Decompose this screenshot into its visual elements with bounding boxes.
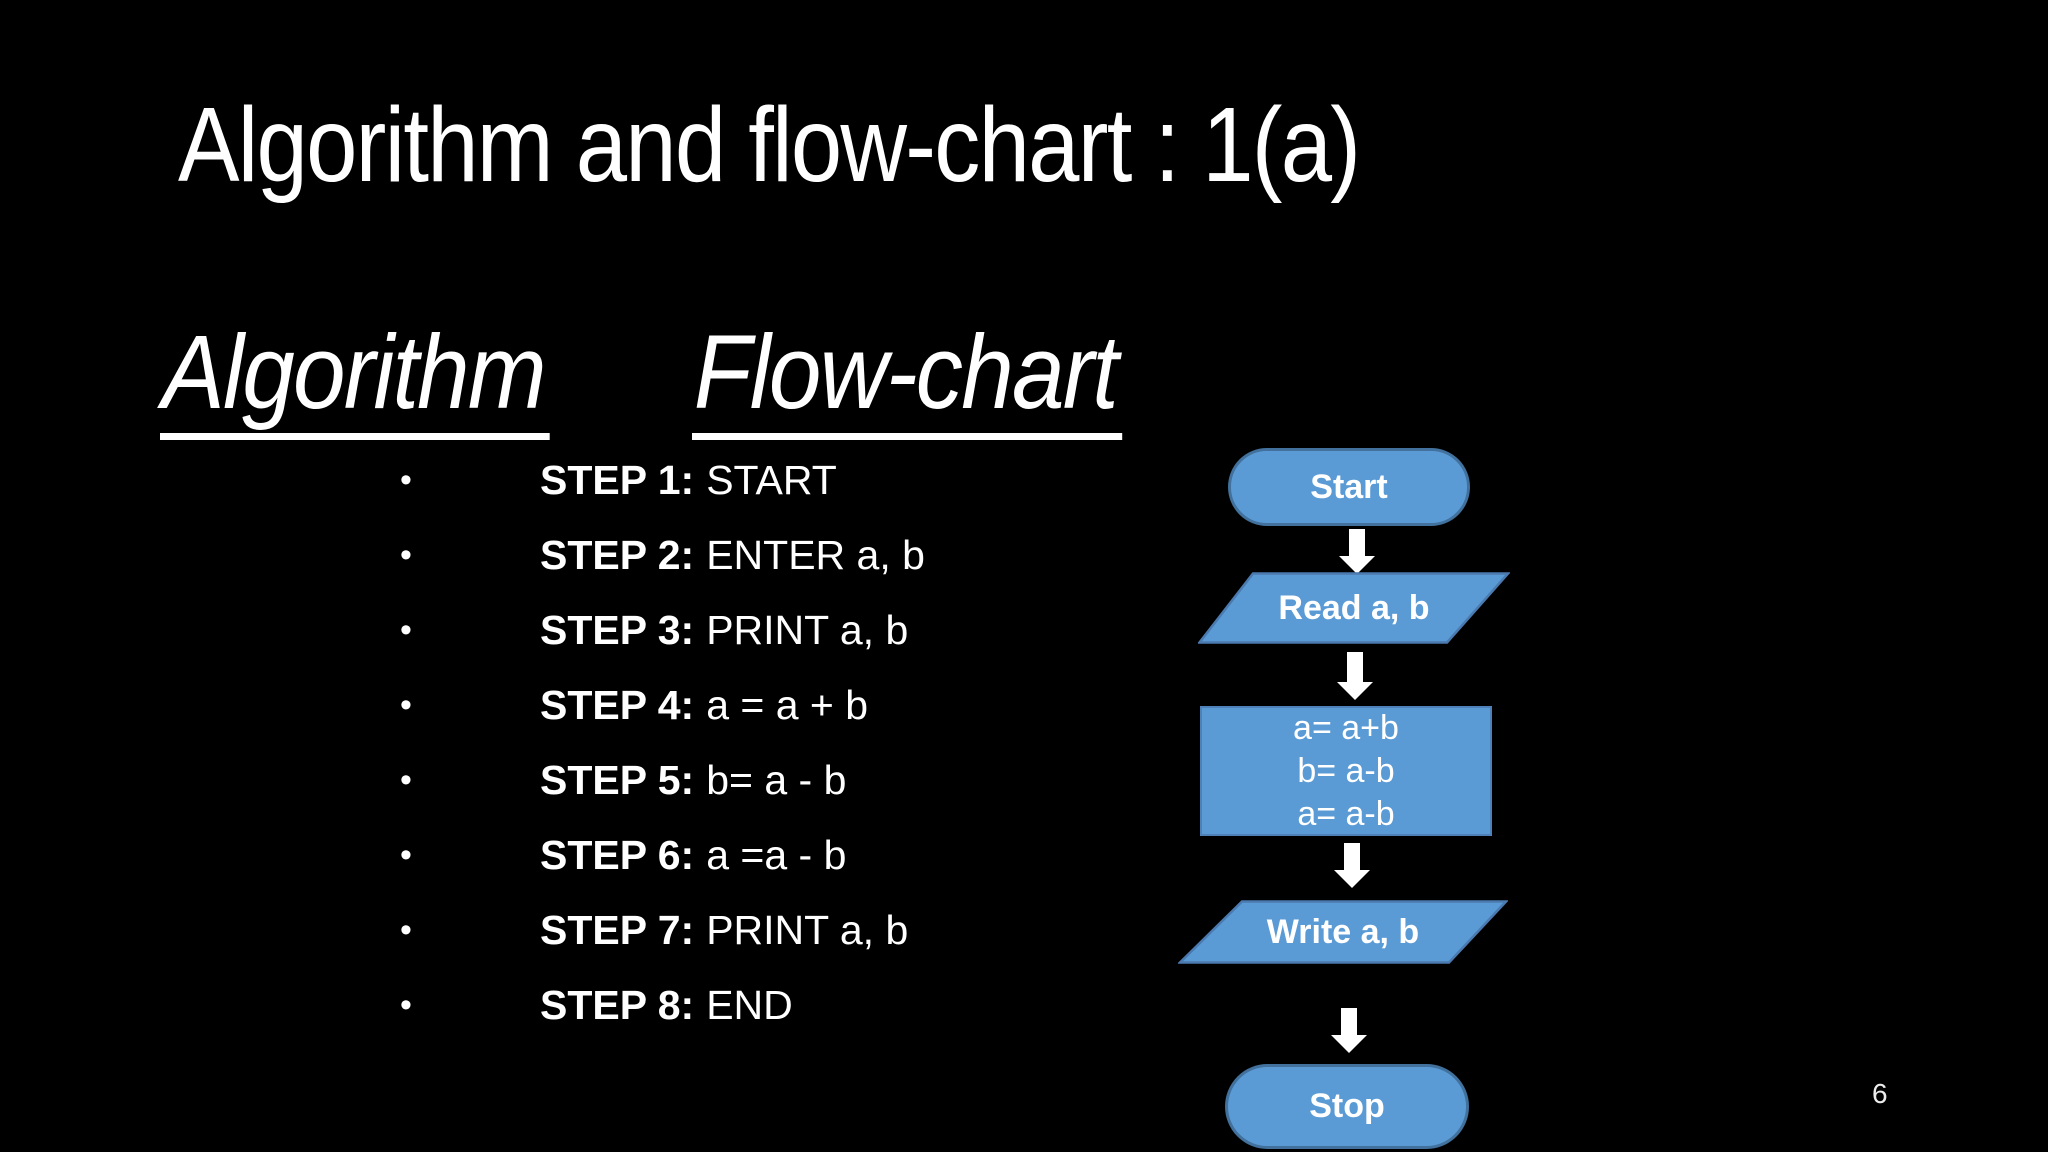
page-number: 6 [1872,1078,1888,1109]
step-text: END [706,982,793,1028]
step-text: b= a - b [706,757,847,803]
step-item-1: • STEP 1:START [400,443,925,518]
step-text: a = a + b [706,682,869,728]
step-item-4: • STEP 4:a = a + b [400,668,925,743]
parallelogram-shape [1198,572,1510,644]
step-text: ENTER a, b [706,532,925,578]
step-label: STEP 3: [540,607,695,653]
step-item-6: • STEP 6:a =a - b [400,818,925,893]
step-item-3: • STEP 3:PRINT a, b [400,593,925,668]
arrow-shaft [1341,1008,1357,1035]
heading-flowchart: Flow-chart [692,315,1123,440]
arrow-shaft [1349,529,1365,556]
flowchart-write-node: Write a, b [1178,900,1508,964]
flowchart-process-node: a= a+b b= a-b a= a-b [1200,706,1492,836]
bullet-icon: • [400,986,412,1024]
step-item-8: • STEP 8:END [400,968,925,1043]
step-label: STEP 5: [540,757,695,803]
process-line-1: a= a+b [1293,708,1399,747]
step-text: a =a - b [706,832,847,878]
step-text: PRINT a, b [706,607,909,653]
bullet-icon: • [400,461,412,499]
slide-title: Algorithm and flow-chart : 1(a) [178,86,1361,204]
bullet-icon: • [400,536,412,574]
start-node-label: Start [1310,467,1388,506]
flowchart-stop-node: Stop [1225,1064,1469,1149]
stop-node-label: Stop [1309,1087,1385,1125]
step-label: STEP 7: [540,907,695,953]
heading-algorithm: Algorithm [160,315,551,440]
step-label: STEP 6: [540,832,695,878]
bullet-icon: • [400,836,412,874]
parallelogram-shape [1178,900,1508,964]
arrow-head [1337,682,1373,700]
bullet-icon: • [400,911,412,949]
arrow-head [1331,1035,1367,1053]
bullet-icon: • [400,686,412,724]
step-item-7: • STEP 7:PRINT a, b [400,893,925,968]
flowchart-start-node: Start [1228,448,1470,526]
step-text: START [706,457,837,503]
algorithm-step-list: • STEP 1:START • STEP 2:ENTER a, b • STEP 3… [400,443,925,1043]
down-arrow-icon [1337,652,1373,700]
step-text: PRINT a, b [706,907,909,953]
bullet-icon: • [400,611,412,649]
arrow-head [1339,556,1375,574]
down-arrow-icon [1339,529,1375,574]
step-label: STEP 1: [540,457,695,503]
write-node-label: Write a, b [1266,912,1420,951]
arrow-head [1334,870,1370,888]
process-line-2: b= a-b [1297,751,1395,790]
down-arrow-icon [1334,843,1370,888]
step-item-2: • STEP 2:ENTER a, b [400,518,925,593]
step-label: STEP 2: [540,532,695,578]
process-line-3: a= a-b [1297,794,1395,833]
arrow-shaft [1344,843,1360,870]
down-arrow-icon [1331,1008,1367,1053]
arrow-shaft [1347,652,1363,682]
read-node-label: Read a, b [1278,588,1430,627]
step-label: STEP 4: [540,682,695,728]
bullet-icon: • [400,761,412,799]
step-item-5: • STEP 5:b= a - b [400,743,925,818]
step-label: STEP 8: [540,982,695,1028]
flowchart-read-node: Read a, b [1198,572,1510,644]
